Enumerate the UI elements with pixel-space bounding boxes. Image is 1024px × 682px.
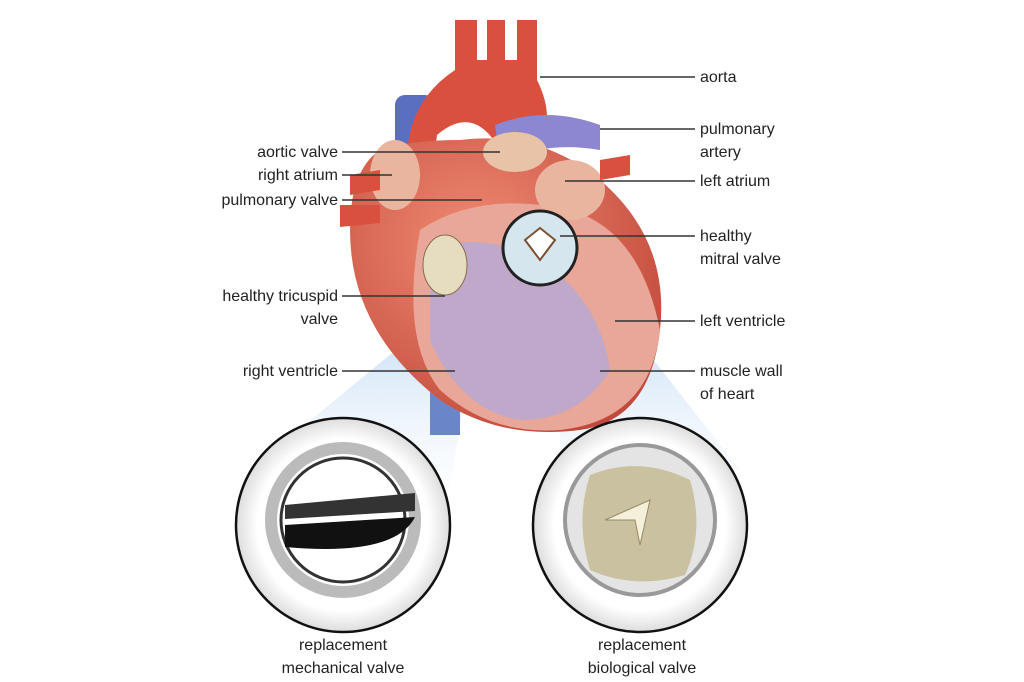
label-line: of heart (700, 386, 755, 403)
label-line: artery (700, 144, 741, 161)
label-pulmonary-artery: pulmonary artery (700, 118, 775, 164)
label-right-ventricle: right ventricle (242, 363, 338, 380)
ventricles (430, 242, 610, 420)
aortic-valve-shape (483, 132, 547, 172)
label-aorta: aorta (700, 69, 737, 86)
biological-valve-image (531, 416, 749, 634)
label-line: muscle wall (700, 363, 783, 380)
caption-line: replacement (298, 637, 388, 654)
label-muscle-wall: muscle wall of heart (700, 360, 783, 406)
tricuspid-valve-shape (422, 234, 468, 296)
label-right-atrium: right atrium (257, 167, 338, 184)
label-mitral-valve: healthy mitral valve (700, 225, 781, 271)
caption-biological-valve: replacement biological valve (532, 634, 752, 680)
label-left-atrium: left atrium (700, 173, 771, 190)
caption-line: mechanical valve (281, 660, 405, 677)
caption-line: replacement (597, 637, 687, 654)
caption-mechanical-valve: replacement mechanical valve (233, 634, 453, 680)
caption-line: biological valve (587, 660, 697, 677)
label-line: healthy tricuspid (222, 288, 338, 305)
label-line: pulmonary (700, 121, 775, 138)
label-line: mitral valve (700, 251, 781, 268)
label-pulmonary-valve: pulmonary valve (221, 192, 339, 209)
label-line: valve (300, 311, 338, 328)
label-left-ventricle: left ventricle (700, 313, 786, 330)
leader-lines (342, 76, 695, 372)
left-atrium-shape (535, 160, 605, 220)
label-line: healthy (700, 228, 752, 245)
label-tricuspid-valve: healthy tricuspid valve (222, 285, 338, 331)
mechanical-valve-image (234, 416, 452, 634)
label-aortic-valve: aortic valve (257, 144, 338, 161)
right-atrium-shape (370, 140, 420, 210)
